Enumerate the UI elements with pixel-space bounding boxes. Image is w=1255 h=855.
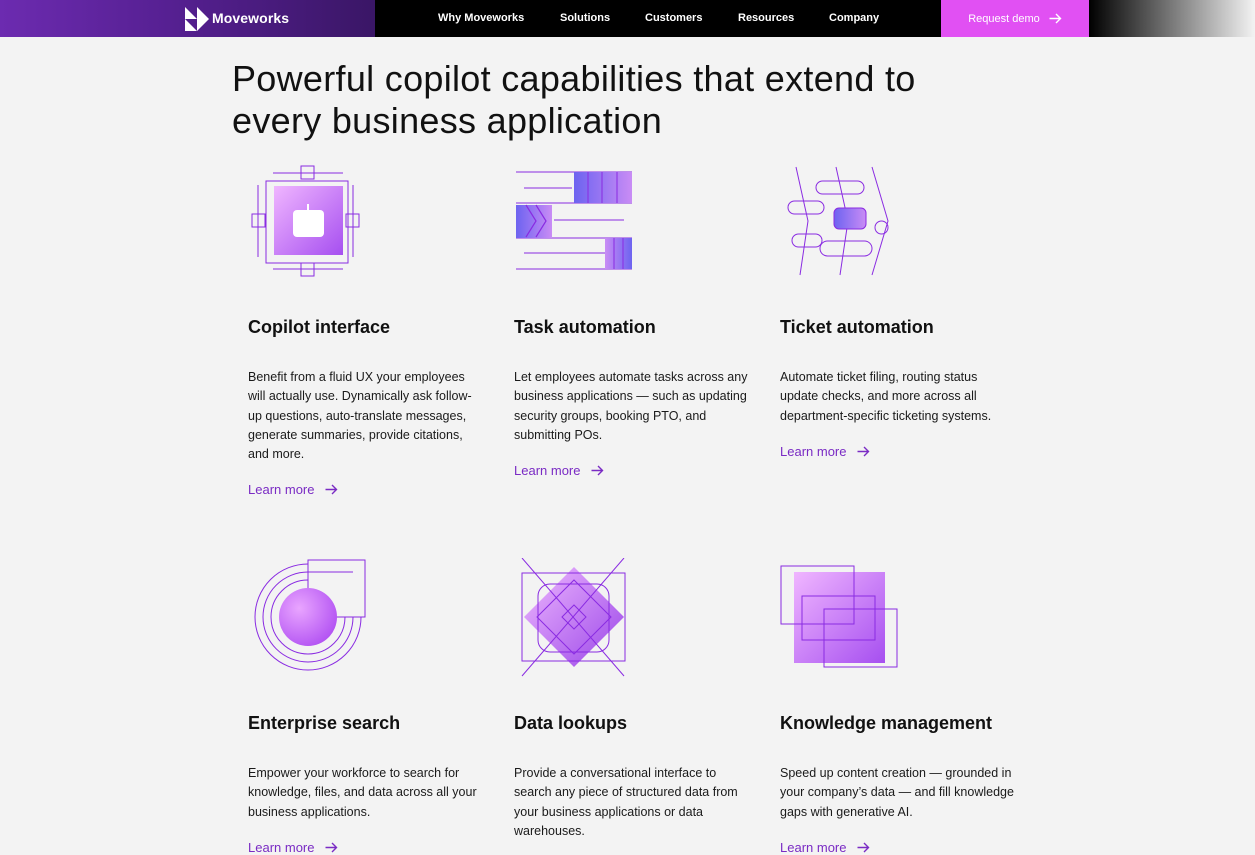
nav-link-customers[interactable]: Customers	[645, 12, 703, 24]
arrow-right-icon	[325, 484, 338, 495]
nav-link-resources[interactable]: Resources	[738, 12, 795, 24]
data-lookups-icon	[521, 558, 626, 677]
card-title: Copilot interface	[248, 317, 391, 337]
card-description: Provide a conversational interface to se…	[514, 766, 738, 838]
arrow-right-icon	[1049, 13, 1062, 24]
request-demo-label: Request demo	[968, 12, 1040, 25]
arrow-right-icon	[857, 446, 870, 457]
card-description: Automate ticket filing, routing status u…	[780, 370, 992, 423]
learn-more-link[interactable]: Learn more	[780, 444, 870, 459]
learn-more-link[interactable]: Learn more	[514, 463, 604, 478]
arrow-right-icon	[325, 842, 338, 853]
card-description: Benefit from a fluid UX your employees w…	[248, 370, 472, 462]
card-description: Let employees automate tasks across any …	[514, 370, 748, 442]
learn-more-link[interactable]: Learn more	[780, 840, 870, 855]
card-title: Enterprise search	[248, 713, 401, 733]
request-demo-button[interactable]: Request demo	[941, 0, 1089, 37]
moveworks-logo-icon[interactable]	[185, 7, 209, 31]
brand-name[interactable]: Moveworks	[212, 10, 290, 26]
page-title-line-1: Powerful copilot capabilities that exten…	[232, 58, 916, 99]
card-title: Data lookups	[514, 713, 628, 733]
nav-link-company[interactable]: Company	[829, 12, 880, 24]
learn-more-label: Learn more	[514, 463, 581, 478]
learn-more-label: Learn more	[248, 482, 315, 497]
brand-area[interactable]: Moveworks	[0, 0, 375, 37]
page-title: Powerful copilot capabilities that exten…	[232, 58, 992, 142]
nav-link-why-moveworks[interactable]: Why Moveworks	[438, 12, 525, 24]
card-title: Knowledge management	[780, 713, 993, 733]
top-nav: Moveworks Why Moveworks Solutions Custom…	[0, 0, 1255, 37]
card-description: Speed up content creation — grounded in …	[780, 766, 1014, 819]
arrow-right-icon	[591, 465, 604, 476]
learn-more-label: Learn more	[248, 840, 315, 855]
copilot-interface-icon	[251, 165, 360, 277]
learn-more-label: Learn more	[780, 444, 847, 459]
page-title-line-2: every business application	[232, 100, 663, 141]
learn-more-link[interactable]: Learn more	[248, 482, 338, 497]
card-title: Ticket automation	[780, 317, 934, 337]
enterprise-search-icon	[254, 559, 366, 671]
ticket-automation-icon	[787, 166, 889, 276]
task-automation-icon	[516, 171, 632, 270]
nav-link-solutions[interactable]: Solutions	[560, 12, 611, 24]
learn-more-label: Learn more	[780, 840, 847, 855]
arrow-right-icon	[857, 842, 870, 853]
card-description: Empower your workforce to search for kno…	[248, 766, 477, 819]
learn-more-link[interactable]: Learn more	[248, 840, 338, 855]
knowledge-management-icon	[780, 565, 898, 668]
nav-edge-fade	[1089, 0, 1255, 37]
card-title: Task automation	[514, 317, 656, 337]
